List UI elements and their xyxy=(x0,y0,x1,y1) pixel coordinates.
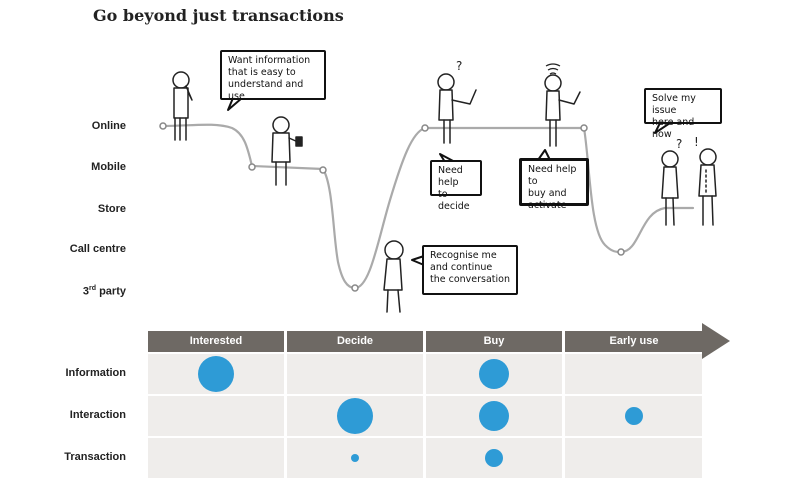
bubble-line: Want information xyxy=(228,55,311,66)
matrix-cell xyxy=(148,438,284,478)
bubble-line: here and now xyxy=(652,117,695,140)
row-label-transaction: Transaction xyxy=(64,451,126,463)
bubble-line: understand and use xyxy=(228,79,304,102)
bubble-tail xyxy=(411,255,425,266)
phase-decide: Decide xyxy=(287,331,423,352)
bubble-line: and continue xyxy=(430,262,493,273)
importance-dot xyxy=(485,449,503,467)
matrix-cell xyxy=(565,354,702,394)
staff-figure xyxy=(698,148,717,226)
waypoint-marker xyxy=(319,166,327,174)
bubble-line: to decide xyxy=(438,189,470,212)
wifi-icon xyxy=(545,63,561,75)
waypoint-marker xyxy=(248,163,256,171)
phase-interested: Interested xyxy=(148,331,284,352)
phase-early-use: Early use xyxy=(565,331,703,352)
question-mark: ? xyxy=(676,137,682,151)
journey-path xyxy=(161,123,695,290)
channel-label-third-party: 3rd party xyxy=(82,285,126,298)
exclamation-mark: ! xyxy=(694,135,699,149)
speech-bubble-solve: Solve my issue here and now xyxy=(644,88,722,140)
customer-journey-illustration: ? ? ! xyxy=(159,59,717,313)
matrix-cell xyxy=(148,396,284,436)
person-thinking-figure xyxy=(172,71,193,141)
waypoint-marker xyxy=(421,124,429,132)
bubble-tail xyxy=(227,97,243,111)
person-with-laptop-figure xyxy=(437,73,477,144)
bubble-line: the conversation xyxy=(430,274,511,285)
speech-bubble-buy: Need help to buy and activate xyxy=(519,158,589,211)
person-standing-figure xyxy=(383,240,404,313)
bubble-line: that is easy to xyxy=(228,67,296,78)
importance-dot xyxy=(479,401,509,431)
importance-dot xyxy=(337,398,373,434)
bubble-line: activate xyxy=(528,200,567,211)
row-label-interaction: Interaction xyxy=(69,409,126,421)
bubble-line: buy and xyxy=(528,188,567,199)
matrix-cell xyxy=(565,438,702,478)
bubble-line: Need help to xyxy=(528,164,577,187)
speech-bubble-recognise: Recognise me and continue the conversati… xyxy=(422,245,518,295)
channel-label-mobile: Mobile xyxy=(91,161,126,173)
waypoint-marker xyxy=(617,248,625,256)
page-title: Go beyond just transactions xyxy=(93,6,344,25)
bubble-line: Solve my issue xyxy=(652,93,696,116)
bubble-tail xyxy=(537,149,551,161)
channel-label-call-centre: Call centre xyxy=(69,243,126,255)
waypoint-marker xyxy=(580,124,588,132)
bubble-line: Recognise me xyxy=(430,250,497,261)
channel-label-store: Store xyxy=(97,203,126,215)
bubble-line: Need help xyxy=(438,165,463,188)
bubble-tail xyxy=(654,122,671,134)
person-with-laptop-figure xyxy=(544,74,581,147)
phase-buy: Buy xyxy=(426,331,562,352)
row-label-information: Information xyxy=(65,367,127,379)
importance-dot xyxy=(351,454,359,462)
person-with-phone-figure xyxy=(271,116,303,186)
speech-bubble-decide: Need help to decide xyxy=(430,160,482,212)
speech-bubble-information: Want information that is easy to underst… xyxy=(220,50,326,102)
waypoint-marker xyxy=(159,122,167,130)
matrix-cell xyxy=(287,354,423,394)
person-asking-figure xyxy=(661,150,679,226)
waypoint-marker xyxy=(351,284,359,292)
channel-label-online: Online xyxy=(91,120,126,132)
importance-dot xyxy=(624,407,643,425)
phase-arrow-head xyxy=(702,323,730,359)
importance-dot xyxy=(479,359,509,389)
importance-dot xyxy=(198,356,234,392)
question-mark: ? xyxy=(456,59,462,73)
